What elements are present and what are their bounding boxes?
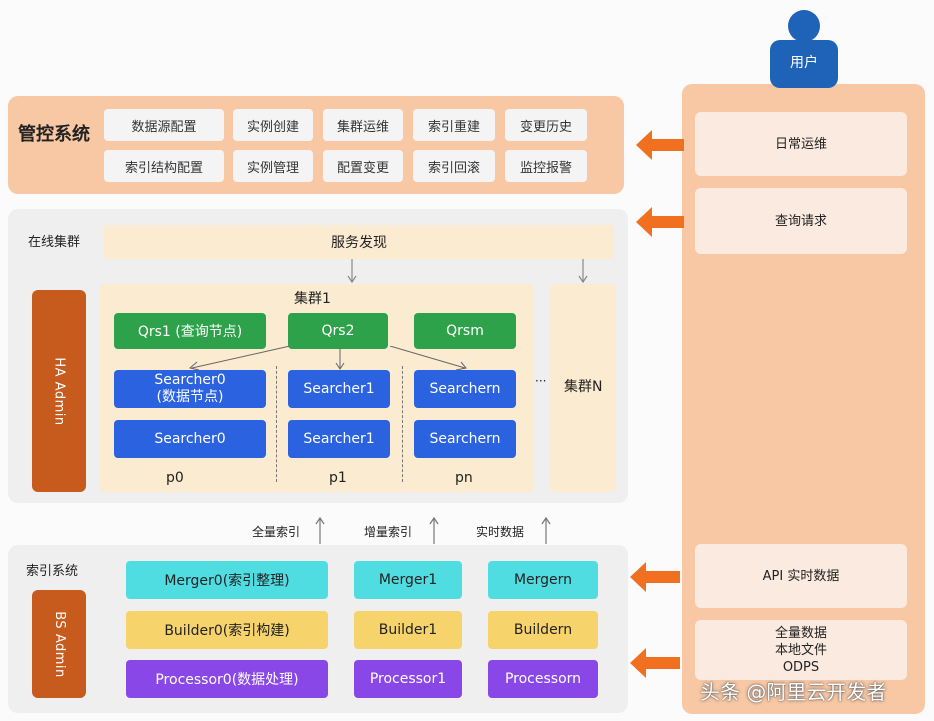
- cluster-ellipsis: ···: [535, 374, 547, 388]
- mgmt-btn-index-rollback[interactable]: 索引回滚: [413, 150, 495, 182]
- mgmt-btn-config-change[interactable]: 配置变更: [323, 150, 403, 182]
- clusterN-area: [550, 284, 616, 492]
- arrow-up-icon: [541, 516, 551, 544]
- arrow-up-icon: [315, 516, 325, 544]
- arrow-api-icon: [630, 562, 680, 592]
- mgmt-btn-instance-manage[interactable]: 实例管理: [233, 150, 313, 182]
- searchern-top: Searchern: [414, 370, 516, 408]
- processorn-node: Processorn: [488, 660, 598, 698]
- cluster1-title: 集群1: [294, 291, 331, 307]
- arrow-up-icon: [429, 516, 439, 544]
- qrs-fanout-arrows: [188, 346, 467, 371]
- processor1-node: Processor1: [354, 660, 462, 698]
- bs-admin-bar: BS Admin: [32, 590, 86, 698]
- partition-label-p1: p1: [329, 470, 347, 486]
- clusterN-title: 集群N: [564, 379, 603, 395]
- mgmt-btn-index-schema[interactable]: 索引结构配置: [104, 150, 224, 182]
- bulk-data-box: 全量数据 本地文件 ODPS: [695, 620, 907, 680]
- searcher1-top: Searcher1: [288, 370, 390, 408]
- arrow-down-icon: [578, 259, 588, 284]
- processor0-node: Processor0(数据处理): [126, 660, 328, 698]
- partition-label-pn: pn: [455, 470, 473, 486]
- flow-label-full-index: 全量索引: [252, 525, 301, 539]
- daily-ops-box: 日常运维: [695, 112, 907, 176]
- query-request-box: 查询请求: [695, 188, 907, 254]
- searcher0-top: Searcher0 (数据节点): [114, 370, 266, 408]
- mgmt-btn-cluster-ops[interactable]: 集群运维: [323, 109, 403, 141]
- qrs1-node: Qrs1 (查询节点): [114, 313, 266, 349]
- ha-admin-bar: HA Admin: [32, 290, 86, 492]
- partition-divider: [276, 366, 277, 482]
- online-cluster-title: 在线集群: [28, 235, 81, 250]
- flow-label-realtime-data: 实时数据: [476, 525, 525, 539]
- arrow-down-icon: [347, 259, 357, 284]
- mgmt-btn-datasource[interactable]: 数据源配置: [104, 109, 224, 141]
- builder1-node: Builder1: [354, 611, 462, 649]
- api-realtime-box: API 实时数据: [695, 544, 907, 608]
- qrs2-node: Qrs2: [288, 313, 388, 349]
- bs-admin-label: BS Admin: [51, 610, 67, 678]
- partition-label-p0: p0: [166, 470, 184, 486]
- searcher1-bottom: Searcher1: [288, 420, 390, 458]
- arrow-query-icon: [636, 207, 684, 237]
- buildern-node: Buildern: [488, 611, 598, 649]
- watermark: 头条 @阿里云开发者: [700, 680, 887, 704]
- arrow-ops-icon: [636, 130, 684, 160]
- flow-label-incremental-index: 增量索引: [364, 525, 413, 539]
- qrsm-node: Qrsm: [414, 313, 516, 349]
- user-icon: [770, 6, 838, 88]
- index-system-title: 索引系统: [26, 564, 79, 579]
- builder0-node: Builder0(索引构建): [126, 611, 328, 649]
- mergern-node: Mergern: [488, 561, 598, 599]
- arrow-bulk-icon: [630, 648, 680, 678]
- merger1-node: Merger1: [354, 561, 462, 599]
- partition-divider: [402, 366, 403, 482]
- mgmt-btn-monitor-alert[interactable]: 监控报警: [505, 150, 587, 182]
- user-label: 用户: [790, 55, 818, 71]
- mgmt-btn-index-rebuild[interactable]: 索引重建: [413, 109, 495, 141]
- mgmt-btn-instance-create[interactable]: 实例创建: [233, 109, 313, 141]
- searchern-bottom: Searchern: [414, 420, 516, 458]
- ha-admin-label: HA Admin: [51, 356, 67, 426]
- mgmt-btn-change-history[interactable]: 变更历史: [505, 109, 587, 141]
- searcher0-bottom: Searcher0: [114, 420, 266, 458]
- merger0-node: Merger0(索引整理): [126, 561, 328, 599]
- service-discovery-bar: 服务发现: [104, 225, 614, 259]
- mgmt-title: 管控系统: [18, 124, 90, 145]
